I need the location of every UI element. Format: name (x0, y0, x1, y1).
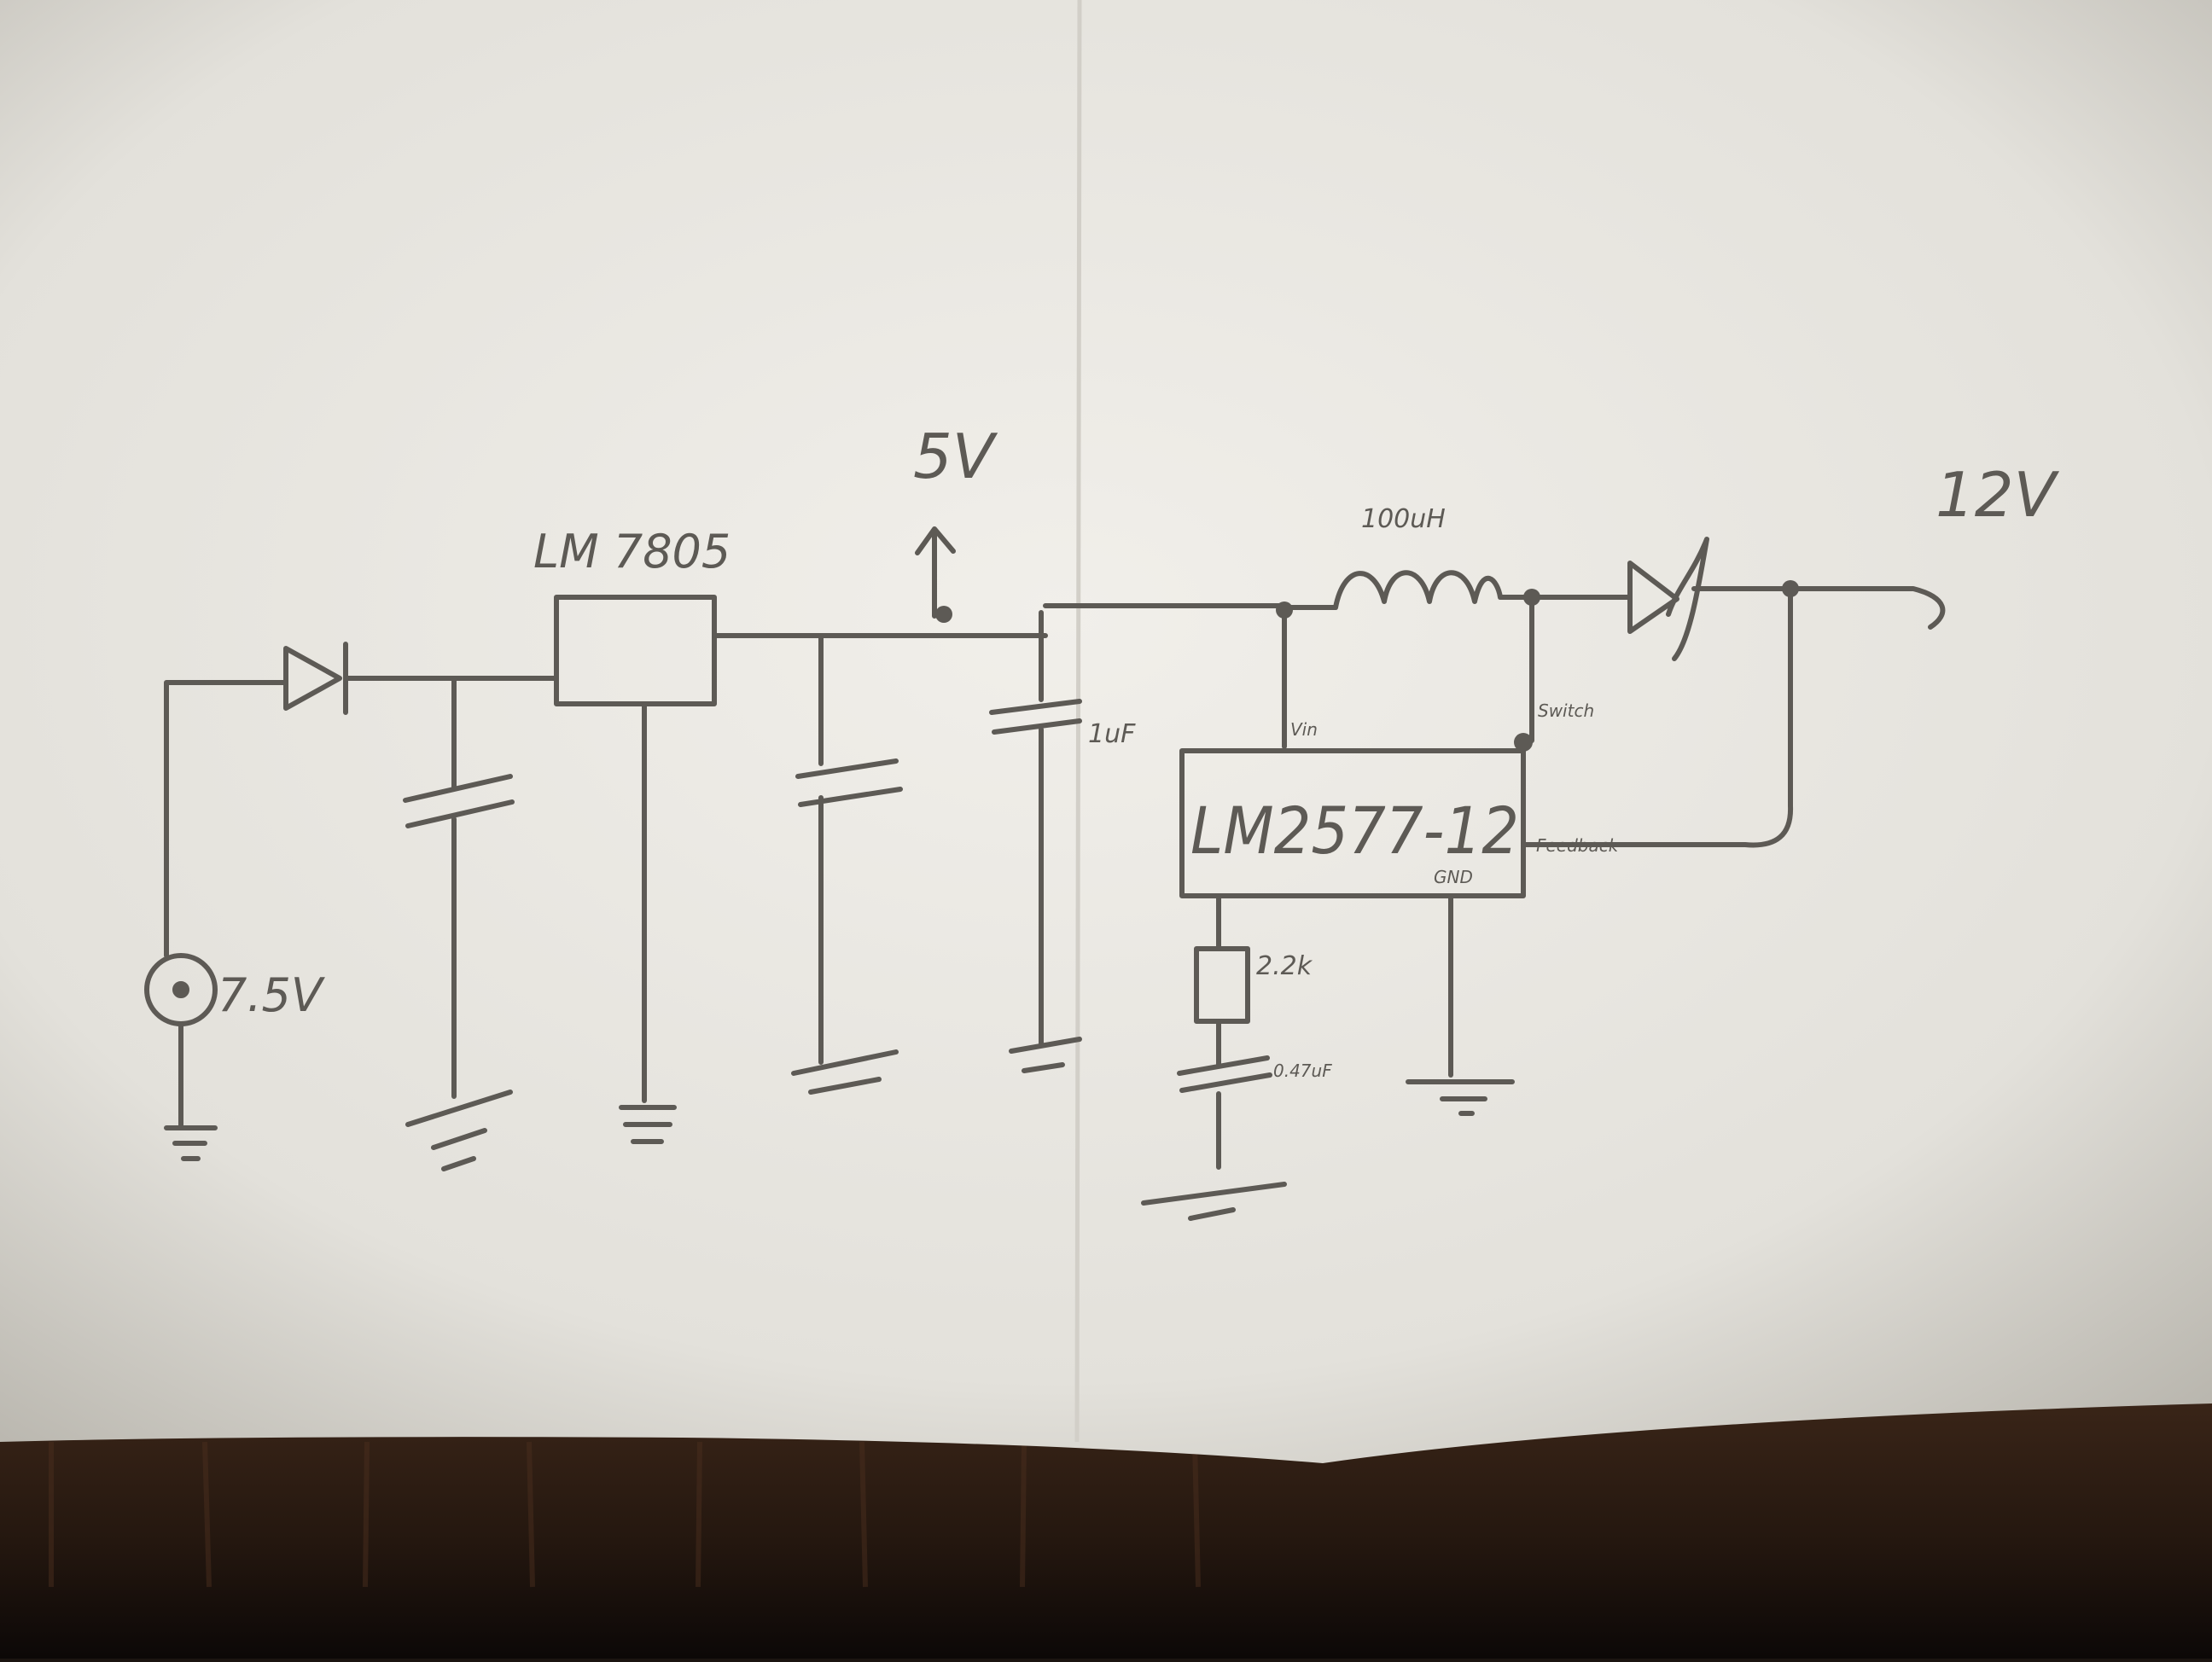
label-chip: LM2577-12 (1190, 793, 1519, 869)
comp-cap (1177, 1019, 1272, 1170)
label-pin-gnd: GND (1434, 867, 1473, 887)
label-regulator: LM 7805 (533, 525, 731, 578)
paper-sheet (0, 0, 2212, 1463)
ground-7805 (619, 1105, 677, 1144)
output-rail (1691, 586, 1946, 630)
ground-lm2577 (1406, 1079, 1515, 1116)
rail-5v-arrow (915, 526, 956, 619)
rail-to-inductor (1043, 603, 1287, 749)
label-inductor: 100uH (1361, 504, 1446, 534)
output-cap-1 (795, 633, 903, 1065)
label-pin-switch: Switch (1538, 700, 1594, 721)
output-cap-2 (989, 610, 1082, 1048)
dc-source-center (172, 981, 189, 998)
label-output: 12V (1936, 459, 2060, 531)
lm7805-body (554, 595, 717, 706)
label-pin-feedback: Feedback (1536, 835, 1620, 856)
feedback-wire (1521, 586, 1794, 848)
label-source: 7.5V (218, 968, 326, 1022)
source-wire (164, 680, 288, 958)
lm2577-body (1179, 748, 1526, 898)
label-pin-vin: Vin (1290, 719, 1318, 740)
wood-grain (49, 1441, 1201, 1588)
label-rail-5v: 5V (913, 421, 998, 492)
inductor-coil (1282, 570, 1534, 610)
ground-cap-2 (1009, 1037, 1082, 1073)
junction-dots (935, 580, 1799, 752)
input-cap (403, 676, 515, 1099)
circuit-ink (144, 526, 1946, 1221)
label-cap-1uf: 1uF (1088, 719, 1136, 749)
output-schottky-diode (1627, 537, 1709, 661)
ground-comp (1141, 1182, 1287, 1221)
resistor-22k (1194, 946, 1250, 1024)
label-resistor: 2.2k (1256, 951, 1313, 981)
label-cap-comp: 0.47uF (1273, 1061, 1332, 1081)
ground-cap-1 (791, 1049, 899, 1095)
ground-input-cap (405, 1090, 513, 1171)
ground-source (164, 1125, 218, 1161)
